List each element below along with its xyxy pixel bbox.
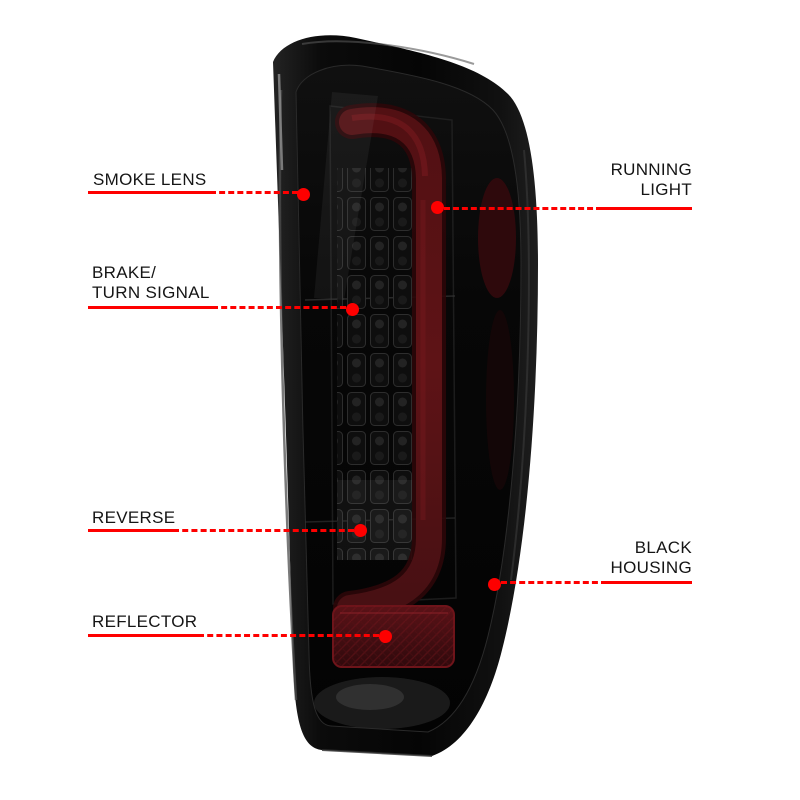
leader-line-reverse-solid	[88, 529, 173, 532]
callout-brake-turn-signal: BRAKE/ TURN SIGNAL	[92, 263, 210, 303]
leader-line-reverse-dashed	[173, 529, 354, 532]
callout-reflector: REFLECTOR	[92, 612, 197, 632]
led-light-bar-tube	[333, 103, 446, 625]
leader-dot-brake	[346, 303, 359, 316]
leader-dot-reverse	[354, 524, 367, 537]
leader-line-brake-solid	[88, 306, 212, 309]
callout-label: TURN SIGNAL	[92, 283, 210, 302]
callout-label: HOUSING	[610, 558, 692, 577]
leader-dot-reflector	[379, 630, 392, 643]
leader-dot-housing	[488, 578, 501, 591]
leader-line-housing-dashed	[501, 581, 607, 584]
callout-running-light: RUNNING LIGHT	[600, 160, 692, 200]
leader-dot-smoke-lens	[297, 188, 310, 201]
leader-line-running-solid	[602, 207, 692, 210]
leader-line-smoke-lens-dashed	[210, 191, 298, 194]
leader-line-smoke-lens-solid	[88, 191, 210, 194]
callout-black-housing: BLACK HOUSING	[605, 538, 692, 578]
leader-line-reflector-dashed	[198, 634, 379, 637]
gloss-highlights	[277, 40, 530, 757]
callout-label: LIGHT	[640, 180, 692, 199]
leader-line-housing-solid	[607, 581, 692, 584]
callout-label: BRAKE/	[92, 263, 157, 282]
callout-label: RUNNING	[610, 160, 692, 179]
callout-label: BLACK	[634, 538, 692, 557]
callout-label: REVERSE	[92, 508, 176, 527]
leader-line-running-dashed	[444, 207, 602, 210]
leader-line-reflector-solid	[88, 634, 198, 637]
reflector-panel	[332, 605, 455, 668]
leader-dot-running	[431, 201, 444, 214]
callout-reverse: REVERSE	[92, 508, 175, 528]
callout-label: REFLECTOR	[92, 612, 198, 631]
callout-label: SMOKE LENS	[93, 170, 207, 189]
callout-smoke-lens: SMOKE LENS	[93, 170, 207, 190]
leader-line-brake-dashed	[212, 306, 346, 309]
